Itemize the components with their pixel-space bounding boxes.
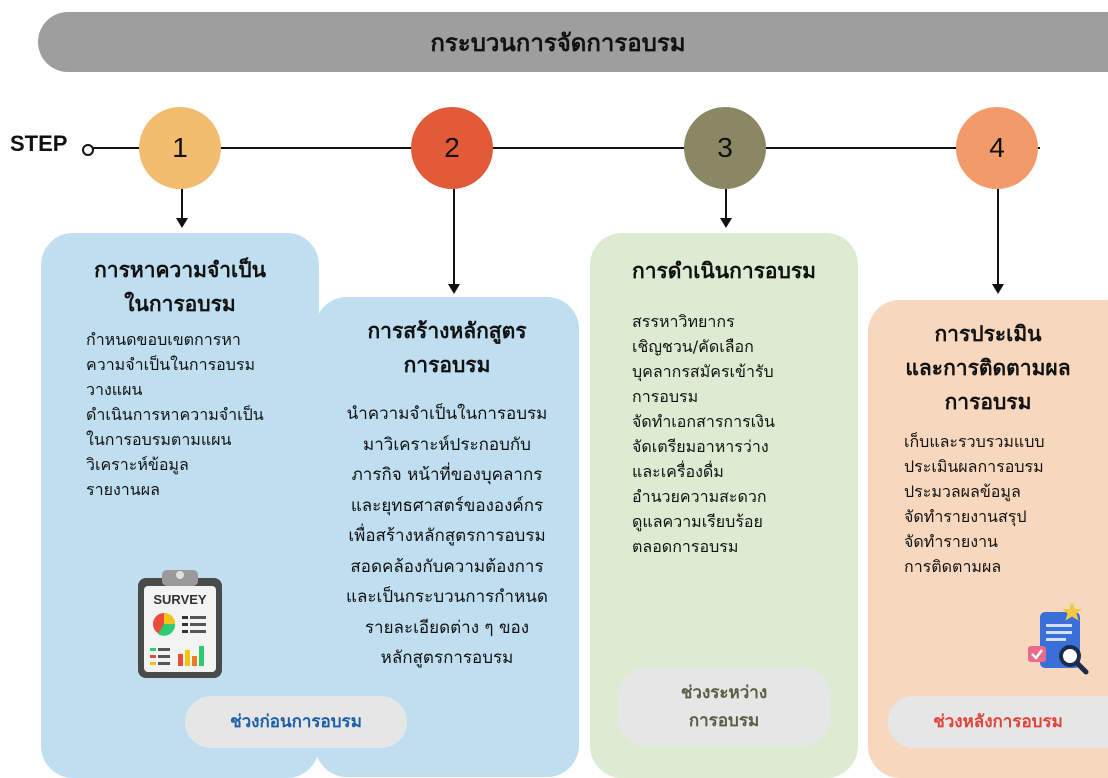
list-item: กำหนดขอบเขตการหา ความจำเป็นในการอบรม bbox=[86, 330, 256, 374]
step-3-items: สรรหาวิทยากร เชิญชวน/คัดเลือก บุคลากรสมั… bbox=[632, 310, 857, 560]
list-item: จัดทำเอกสารการเงิน bbox=[632, 412, 775, 431]
phase-during-label-line: ช่วงระหว่าง bbox=[680, 683, 768, 703]
step-line-start-dot bbox=[82, 144, 94, 156]
step-1-title-line: การหาความจำเป็น bbox=[94, 258, 266, 282]
list-item: รายงานผล bbox=[86, 480, 160, 499]
step-4-title-line: การประเมิน bbox=[934, 322, 1042, 346]
step-3-title: การดำเนินการอบรม bbox=[590, 254, 858, 288]
step-4-title-line: และการติดตามผล bbox=[905, 356, 1071, 380]
step-1-card bbox=[41, 233, 319, 778]
list-item: วิเคราะห์ข้อมูล bbox=[86, 455, 189, 474]
title-bar: กระบวนการจัดการอบรม bbox=[38, 12, 1108, 72]
description-line: สอดคล้องกับความต้องการ bbox=[350, 556, 544, 577]
step-1-title: การหาความจำเป็น ในการอบรม bbox=[41, 253, 319, 321]
page-title: กระบวนการจัดการอบรม bbox=[430, 28, 686, 57]
list-item: จัดเตรียมอาหารว่าง และเครื่องดื่ม bbox=[632, 437, 769, 481]
step-4-title-line: การอบรม bbox=[944, 390, 1032, 414]
description-line: และเป็นกระบวนการกำหนด bbox=[346, 587, 548, 607]
phase-after-badge: ช่วงหลังการอบรม bbox=[888, 696, 1108, 748]
step-1-items: กำหนดขอบเขตการหา ความจำเป็นในการอบรม วาง… bbox=[86, 328, 321, 503]
step-2-circle: 2 bbox=[411, 107, 493, 189]
step-4-arrow-head bbox=[992, 284, 1004, 294]
step-4-circle: 4 bbox=[956, 107, 1038, 189]
survey-clipboard-icon: SURVEY bbox=[138, 570, 222, 678]
report-search-icon bbox=[1028, 602, 1089, 675]
phase-before-label: ช่วงก่อนการอบรม bbox=[230, 712, 362, 732]
step-4-number: 4 bbox=[989, 132, 1005, 163]
list-item: ประมวลผลข้อมูล bbox=[904, 482, 1021, 501]
description-line: นำความจำเป็นในการอบรม bbox=[346, 404, 548, 424]
step-2-number: 2 bbox=[444, 132, 460, 163]
list-item: อำนวยความสะดวก ดูแลความเรียบร้อย ตลอดการ… bbox=[632, 487, 767, 556]
step-2-title: การสร้างหลักสูตร การอบรม bbox=[315, 314, 579, 382]
step-4-items: เก็บและรวบรวมแบบ ประเมินผลการอบรม ประมวล… bbox=[904, 430, 1104, 580]
step-2-title-line: การอบรม bbox=[403, 353, 491, 377]
list-item: ดำเนินการหาความจำเป็น ในการอบรมตามแผน bbox=[86, 405, 264, 449]
step-1-arrow-head bbox=[176, 218, 188, 228]
step-2-title-line: การสร้างหลักสูตร bbox=[367, 319, 527, 343]
step-3-number: 3 bbox=[717, 132, 733, 163]
list-item: วางแผน bbox=[86, 380, 143, 399]
list-item: สรรหาวิทยากร bbox=[632, 312, 735, 331]
step-line bbox=[92, 147, 1040, 149]
step-3-arrow-head bbox=[720, 218, 732, 228]
description-line: ภารกิจ หน้าที่ของบุคลากร bbox=[351, 465, 543, 485]
description-line: หลักสูตรการอบรม bbox=[380, 648, 514, 668]
step-4-arrow bbox=[997, 189, 999, 285]
step-1-title-line: ในการอบรม bbox=[124, 292, 236, 316]
step-1-number: 1 bbox=[172, 132, 188, 163]
step-4-title: การประเมิน และการติดตามผล การอบรม bbox=[868, 317, 1108, 419]
description-line: มาวิเคราะห์ประกอบกับ bbox=[363, 434, 531, 455]
step-3-title-line: การดำเนินการอบรม bbox=[632, 259, 816, 283]
survey-icon-text: SURVEY bbox=[153, 592, 207, 607]
phase-after-label: ช่วงหลังการอบรม bbox=[933, 712, 1063, 732]
list-item: จัดทำรายงานสรุป bbox=[904, 507, 1027, 526]
phase-before-badge: ช่วงก่อนการอบรม bbox=[185, 696, 407, 748]
description-line: เพื่อสร้างหลักสูตรการอบรม bbox=[348, 526, 546, 546]
step-1-circle: 1 bbox=[139, 107, 221, 189]
description-line: และยุทธศาสตร์ขององค์กร bbox=[350, 495, 544, 516]
step-1-arrow bbox=[181, 189, 183, 219]
step-label: STEP bbox=[10, 131, 68, 156]
step-2-arrow bbox=[453, 189, 455, 285]
step-2-description: นำความจำเป็นในการอบรม มาวิเคราะห์ประกอบก… bbox=[315, 399, 579, 674]
step-3-arrow bbox=[725, 189, 727, 219]
phase-during-label-line: การอบรม bbox=[688, 711, 760, 731]
phase-during-badge: ช่วงระหว่าง การอบรม bbox=[618, 668, 830, 746]
list-item: เชิญชวน/คัดเลือก บุคลากรสมัครเข้ารับ การ… bbox=[632, 337, 774, 406]
list-item: เก็บและรวบรวมแบบ ประเมินผลการอบรม bbox=[904, 432, 1045, 476]
step-3-circle: 3 bbox=[684, 107, 766, 189]
list-item: จัดทำรายงาน การติดตามผล bbox=[904, 532, 1002, 576]
step-2-arrow-head bbox=[448, 284, 460, 294]
description-line: รายละเอียดต่าง ๆ ของ bbox=[364, 617, 530, 638]
